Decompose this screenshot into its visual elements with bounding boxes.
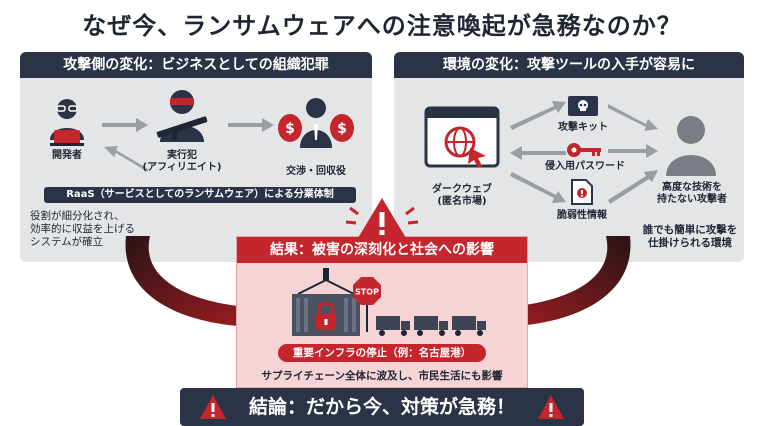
attack-kit-label: 攻撃キット [558,122,608,133]
conclusion-warning-left-icon [200,395,226,419]
supply-chain-impact: サプライチェーン全体に波及し、市民生活にも影響 [261,370,503,382]
result-heading: 結果：被害の深刻化と社会への影響 [237,237,527,263]
stop-sign-icon: STOP [353,277,381,332]
svg-text:$: $ [337,121,347,137]
conclusion-warning-right-icon [538,395,564,419]
attack-kit-icon [568,96,598,116]
password-label: 侵入用パスワード [545,161,625,172]
right-note: 誰でも簡単に攻撃を 仕掛けられる環境 [642,224,738,249]
vulnerability-label: 脆弱性情報 [557,210,607,221]
darkweb-browser-icon [424,106,500,168]
affiliate-label: 実行犯 (アフィリエイト) [142,150,222,173]
left-curved-arrow [125,236,271,342]
developer-label: 開発者 [52,150,82,161]
locked-container-icon [292,268,360,336]
darkweb-label: ダークウェブ (匿名市場) [432,184,492,207]
left-note: 役割が細分化され、 効率的に収益を上げる システムが確立 [30,210,135,248]
svg-text:$: $ [285,121,295,137]
arrows-darkweb-to-tools [510,101,566,203]
affiliate-icon [156,90,208,142]
stalled-trucks-icon [376,316,486,336]
raas-banner: RaaS（サービスとしてのランサムウェア）による分業体制 [44,187,356,203]
attacker-change-panel: 攻撃側の変化：ビジネスとしての組織犯罪 [20,52,372,262]
warning-icon [345,198,419,238]
key-icon [567,143,601,157]
conclusion-text: 結論：だから今、対策が急務！ [248,396,515,418]
attacker-label: 高度な技術を 持たない攻撃者 [657,182,727,205]
stop-sign-text: STOP [355,288,379,297]
arrow-developer-to-affiliate [102,118,148,132]
infrastructure-stop-pill: 重要インフラの停止（例：名古屋港） [278,344,486,362]
negotiation-label: 交渉・回収役 [286,166,346,177]
vulnerability-document-icon [571,179,593,205]
developer-icon [50,99,84,146]
page-title: なぜ今、ランサムウェアへの注意喚起が急務なのか？ [82,12,682,40]
negotiation-icon: $ $ [278,98,354,148]
arrows-tools-to-attacker [608,104,658,204]
low-skill-attacker-icon [666,116,716,176]
arrow-affiliate-to-negotiation [228,118,274,132]
conclusion-bar: 結論：だから今、対策が急務！ [180,388,584,426]
attacker-change-heading: 攻撃側の変化：ビジネスとしての組織犯罪 [20,52,372,78]
environment-change-heading: 環境の変化：攻撃ツールの入手が容易に [394,52,744,78]
result-box: 結果：被害の深刻化と社会への影響 [236,236,528,388]
arrow-negotiation-to-developer [104,146,148,172]
